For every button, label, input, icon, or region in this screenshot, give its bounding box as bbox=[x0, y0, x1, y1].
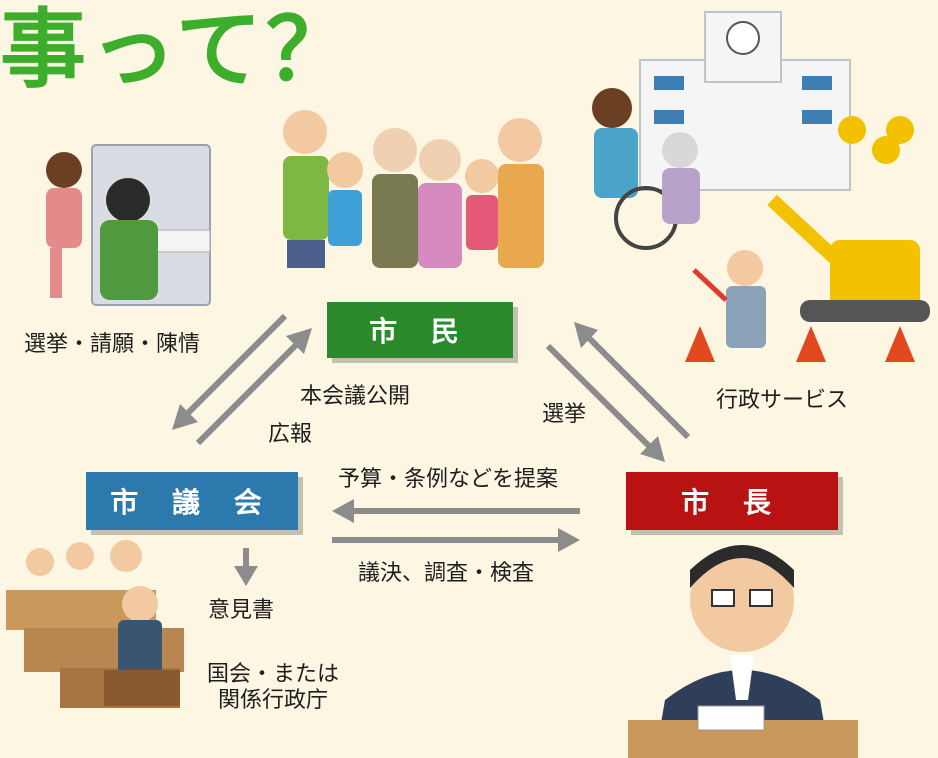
label-destination: 国会・または 関係行政庁 bbox=[198, 662, 348, 714]
label-proposal: 予算・条例などを提案 bbox=[338, 467, 559, 492]
label-publicity: 広報 bbox=[268, 422, 313, 447]
arrow-mayor-to-citizen bbox=[574, 322, 691, 440]
arrow-council-to-citizen bbox=[195, 328, 312, 446]
node-council: 市 議 会 bbox=[86, 472, 298, 530]
mayor-at-desk-illustration bbox=[628, 545, 858, 758]
voting-booth-illustration bbox=[46, 144, 211, 306]
arrow-council-to-mayor bbox=[332, 528, 580, 552]
arrow-citizen-to-council bbox=[172, 313, 288, 430]
node-citizen: 市 民 bbox=[327, 302, 513, 358]
arrow-citizen-to-mayor bbox=[545, 343, 665, 462]
school-and-construction-illustration bbox=[592, 11, 930, 362]
page-title: 事って？ bbox=[0, 0, 356, 100]
label-election: 選挙 bbox=[542, 402, 587, 427]
label-destination-line1: 国会・または bbox=[206, 662, 339, 687]
label-election-petition: 選挙・請願・陳情 bbox=[24, 332, 201, 357]
arrow-council-to-opinion bbox=[234, 548, 258, 586]
arrow-mayor-to-council bbox=[332, 499, 580, 523]
label-opinion: 意見書 bbox=[208, 598, 275, 623]
label-admin-service: 行政サービス bbox=[716, 388, 849, 413]
family-citizens-illustration bbox=[283, 110, 544, 268]
node-mayor: 市 長 bbox=[626, 472, 838, 530]
arrows-layer bbox=[172, 313, 691, 586]
label-disclosure: 本会議公開 bbox=[300, 384, 411, 409]
label-destination-line2: 関係行政庁 bbox=[217, 688, 328, 713]
council-assembly-illustration bbox=[6, 540, 184, 708]
label-resolution: 議決、調査・検査 bbox=[358, 561, 535, 586]
